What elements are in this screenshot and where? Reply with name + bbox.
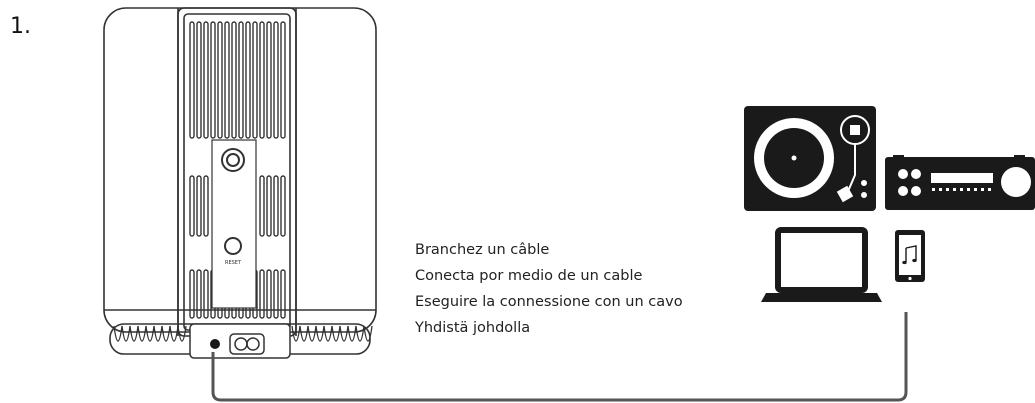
cable (211, 312, 908, 402)
base-ridge (113, 325, 123, 342)
base-ridge (291, 325, 301, 342)
port-panel (189, 323, 291, 359)
base-ridge (169, 325, 179, 342)
base-ridge (145, 325, 155, 342)
vent-slot (196, 175, 202, 237)
base-ridge (137, 325, 147, 342)
amp-indicator-dot (988, 188, 991, 191)
amp-indicator-dot (932, 188, 935, 191)
amp-indicator-dot (946, 188, 949, 191)
amp-indicator-dot (939, 188, 942, 191)
vent-slot (280, 175, 286, 237)
vent-slot (196, 269, 202, 319)
vent-slot (203, 175, 209, 237)
vent-slot (280, 21, 286, 139)
base-ridge (331, 325, 341, 342)
base-ridge (177, 325, 187, 342)
vent-slot (259, 21, 265, 139)
vent-slot (273, 21, 279, 139)
vent-slot (273, 269, 279, 319)
vent-slot (266, 21, 272, 139)
vent-slot (203, 21, 209, 139)
power-button[interactable] (221, 148, 245, 172)
vent-slot (245, 21, 251, 139)
amp-indicator-dot (967, 188, 970, 191)
turntable-icon (744, 106, 876, 211)
vent-slot (266, 175, 272, 237)
base-ridge (121, 325, 131, 342)
amplifier-icon (885, 155, 1035, 210)
vent-slot (252, 21, 258, 139)
base-ridge (323, 325, 333, 342)
vent-slot (189, 175, 195, 237)
tablet-music-icon (895, 230, 925, 282)
instruction-fi: Yhdistä johdolla (415, 320, 531, 336)
amp-indicator-dot (974, 188, 977, 191)
reset-label: RESET (225, 260, 242, 266)
vent-slot (259, 269, 265, 319)
laptop-icon (761, 227, 882, 302)
base-ridge (315, 325, 325, 342)
reset-button[interactable] (224, 237, 242, 255)
amp-indicator-dot (960, 188, 963, 191)
base-ridge (153, 325, 163, 342)
base-ridge (339, 325, 349, 342)
amp-indicator-dot (981, 188, 984, 191)
speaker-base-ridges (113, 325, 373, 342)
instruction-es: Conecta por medio de un cable (415, 268, 643, 284)
vent-slot (203, 269, 209, 319)
vent-slot (266, 269, 272, 319)
base-ridge (363, 325, 373, 342)
base-ridge (307, 325, 317, 342)
vent-slot (210, 21, 216, 139)
vent-slot (217, 21, 223, 139)
vent-slot (189, 269, 195, 319)
vent-slot (196, 21, 202, 139)
vent-slot (259, 175, 265, 237)
instruction-fr: Branchez un câble (415, 242, 550, 258)
amp-indicator-dot (953, 188, 956, 191)
aux-port[interactable] (210, 339, 220, 349)
instruction-it: Eseguire la connessione con un cavo (415, 294, 683, 310)
base-ridge (355, 325, 365, 342)
vent-slot (231, 21, 237, 139)
vent-slot (189, 21, 195, 139)
base-ridge (129, 325, 139, 342)
step-number: 1. (10, 14, 31, 39)
speaker-vents (189, 21, 286, 319)
base-ridge (299, 325, 309, 342)
base-ridge (161, 325, 171, 342)
vent-slot (224, 21, 230, 139)
vent-slot (238, 21, 244, 139)
base-ridge (347, 325, 357, 342)
vent-slot (280, 269, 286, 319)
vent-slot (273, 175, 279, 237)
instructions: Branchez un câble Conecta por medio de u… (415, 237, 683, 341)
